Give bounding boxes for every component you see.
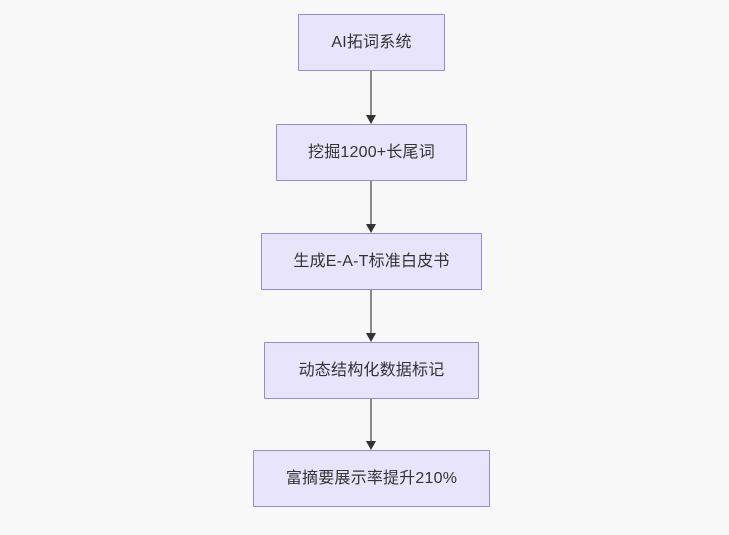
- arrowhead-icon: [366, 441, 376, 450]
- flow-node-longtail-keywords[interactable]: 挖掘1200+长尾词: [276, 124, 467, 181]
- arrowhead-icon: [366, 115, 376, 124]
- edge-line: [370, 399, 372, 442]
- flow-node-label: 挖掘1200+长尾词: [308, 143, 435, 161]
- edge-line: [370, 290, 372, 334]
- flow-edge-2-3: [361, 181, 381, 233]
- flow-node-label: 生成E-A-T标准白皮书: [293, 252, 450, 270]
- arrowhead-icon: [366, 224, 376, 233]
- flow-edge-1-2: [361, 71, 381, 124]
- flow-edge-3-4: [361, 290, 381, 342]
- flow-node-label: AI拓词系统: [331, 33, 412, 51]
- flow-node-label: 动态结构化数据标记: [298, 361, 445, 379]
- edge-line: [370, 71, 372, 116]
- flow-node-ai-keyword-system[interactable]: AI拓词系统: [298, 14, 445, 71]
- flow-node-eat-whitepaper[interactable]: 生成E-A-T标准白皮书: [261, 233, 482, 290]
- edge-line: [370, 181, 372, 225]
- flow-node-rich-snippet-result[interactable]: 富摘要展示率提升210%: [253, 450, 490, 507]
- flow-edge-4-5: [361, 399, 381, 450]
- flow-node-structured-data-markup[interactable]: 动态结构化数据标记: [264, 342, 479, 399]
- flow-node-label: 富摘要展示率提升210%: [285, 469, 458, 487]
- arrowhead-icon: [366, 333, 376, 342]
